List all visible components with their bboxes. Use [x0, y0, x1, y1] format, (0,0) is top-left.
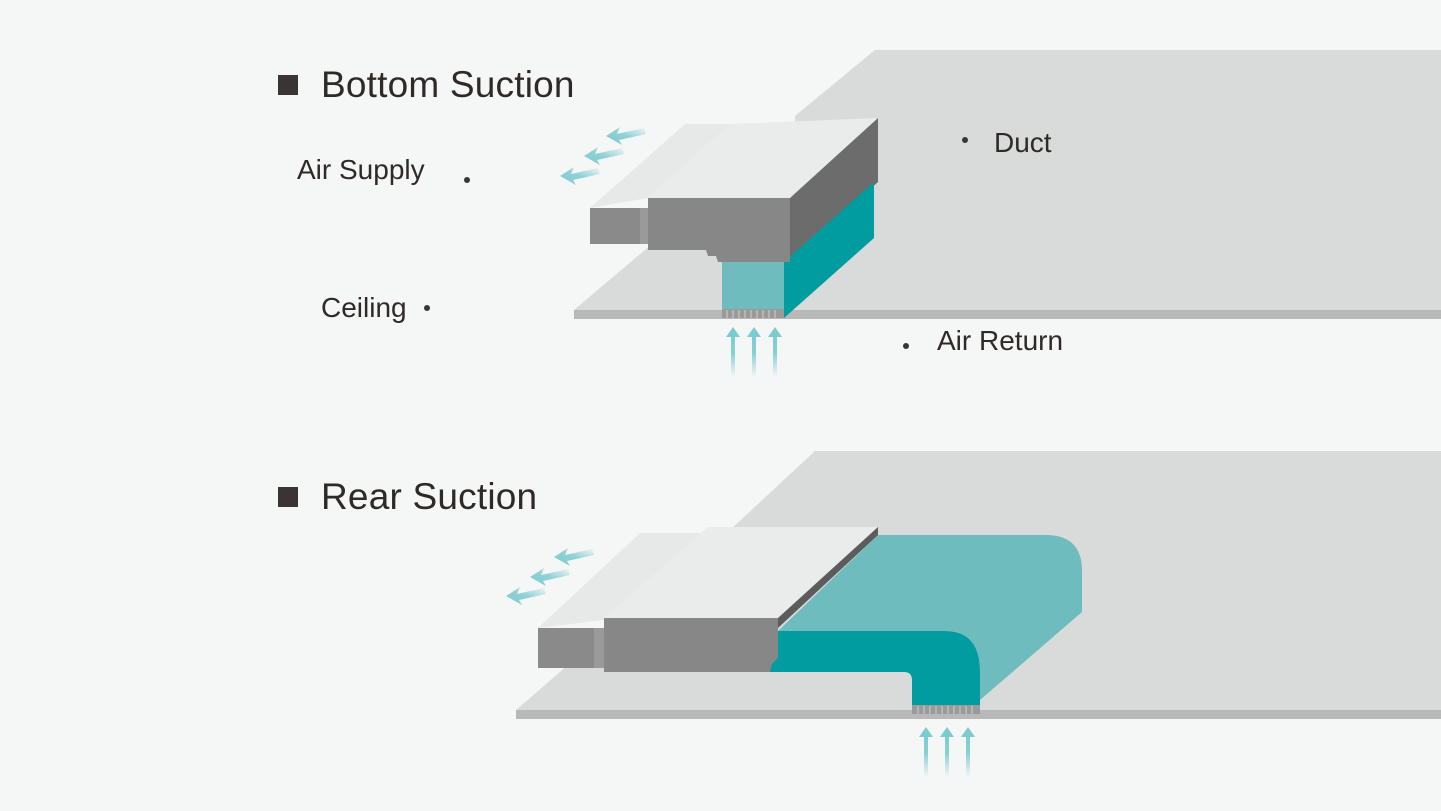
supply-duct-top-2 — [538, 533, 705, 628]
indoor-unit-top — [648, 118, 878, 198]
return-plenum — [722, 262, 784, 310]
air-supply-label: Air Supply — [297, 154, 425, 185]
supply-outlet-2 — [538, 628, 598, 668]
air-supply-dot — [464, 177, 470, 183]
duct-dot — [962, 137, 968, 143]
section-heading-bottom-suction: Bottom Suction — [278, 64, 575, 106]
ceiling-edge — [574, 310, 1441, 319]
air-return-arrows — [726, 327, 782, 377]
ceiling-label: Ceiling — [321, 292, 407, 323]
indoor-unit-front-2 — [604, 618, 778, 672]
rear-suction-illustration — [506, 451, 1441, 777]
return-duct-light — [778, 535, 1082, 700]
return-duct-dark — [770, 631, 980, 712]
supply-outlet — [590, 208, 646, 244]
section-title: Rear Suction — [321, 476, 538, 517]
air-return-label: Air Return — [937, 325, 1064, 356]
indoor-unit-side — [790, 118, 878, 262]
square-bullet-icon — [278, 75, 298, 95]
air-return-arrows-2 — [919, 727, 975, 777]
indoor-unit-top-2 — [604, 527, 878, 618]
ceiling-dot — [424, 305, 430, 311]
bottom-suction-illustration — [560, 50, 1441, 377]
duct-label: Duct — [994, 127, 1052, 158]
indoor-unit-front — [648, 198, 790, 262]
section-heading-rear-suction: Rear Suction — [278, 476, 537, 518]
ceiling-edge-2 — [516, 710, 1441, 719]
supply-duct-top — [590, 124, 730, 208]
section-title: Bottom Suction — [321, 64, 575, 105]
duct-panel — [795, 50, 1441, 310]
return-duct-side — [784, 182, 874, 318]
square-bullet-icon — [278, 487, 298, 507]
air-return-dot — [903, 343, 909, 349]
return-grille-2 — [912, 705, 980, 714]
indoor-unit-side-2 — [778, 527, 878, 628]
return-grille — [722, 309, 784, 318]
